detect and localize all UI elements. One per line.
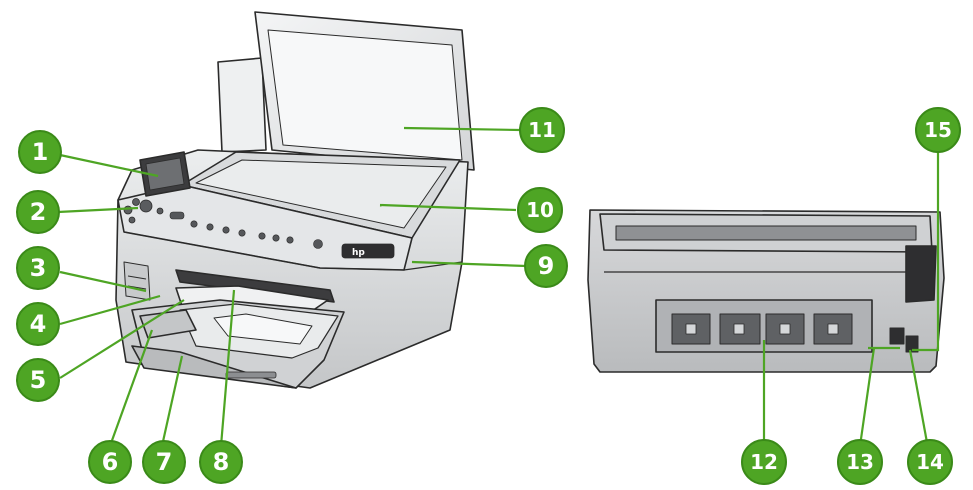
callout-13-label: 13 xyxy=(846,450,874,474)
callout-12: 12 xyxy=(741,439,787,485)
callout-4-label: 4 xyxy=(30,310,47,338)
glass-inner xyxy=(195,159,447,229)
usb-port xyxy=(889,327,905,345)
memory-card-slots xyxy=(123,261,151,301)
latch-centers xyxy=(685,323,839,335)
printer-back-view xyxy=(587,209,945,373)
callout-6-label: 6 xyxy=(102,448,119,476)
rear-door-latches xyxy=(671,313,853,345)
callout-8-label: 8 xyxy=(213,448,230,476)
rear-paper-support xyxy=(217,57,267,153)
callout-2: 2 xyxy=(16,190,60,234)
callout-12-label: 12 xyxy=(750,450,778,474)
callout-5: 5 xyxy=(16,358,60,402)
callout-14-label: 14 xyxy=(916,450,944,474)
callout-11: 11 xyxy=(519,107,565,153)
callout-2-label: 2 xyxy=(30,198,47,226)
panel-buttons xyxy=(169,211,323,249)
callout-5-label: 5 xyxy=(30,366,47,394)
power-connection xyxy=(905,335,919,353)
callout-3-label: 3 xyxy=(30,254,47,282)
callout-4: 4 xyxy=(16,302,60,346)
callout-15: 15 xyxy=(915,107,961,153)
back-top-slot xyxy=(615,225,917,241)
tray-handle xyxy=(225,371,277,379)
paper-guide xyxy=(213,313,313,345)
front-face-edge xyxy=(123,231,463,271)
brand-badge-text: hp xyxy=(352,248,365,258)
callout-3: 3 xyxy=(16,246,60,290)
callout-7: 7 xyxy=(142,440,186,484)
photo-tray xyxy=(139,309,197,339)
callout-6: 6 xyxy=(88,440,132,484)
display-glass xyxy=(145,157,185,191)
callout-13: 13 xyxy=(837,439,883,485)
printer-front-view: hp xyxy=(115,11,475,389)
brand-badge xyxy=(341,243,395,259)
callout-7-label: 7 xyxy=(156,448,173,476)
callout-10: 10 xyxy=(517,187,563,233)
leader-lines xyxy=(57,126,940,449)
lid-inner-backing xyxy=(267,29,463,161)
callout-9-label: 9 xyxy=(538,252,555,280)
callout-10-label: 10 xyxy=(526,198,554,222)
callout-14: 14 xyxy=(907,439,953,485)
callout-1-label: 1 xyxy=(32,138,49,166)
callout-8: 8 xyxy=(199,440,243,484)
callout-1: 1 xyxy=(18,130,62,174)
power-cord xyxy=(905,245,937,303)
callout-9: 9 xyxy=(524,244,568,288)
callout-11-label: 11 xyxy=(528,118,556,142)
callout-15-label: 15 xyxy=(924,118,952,142)
